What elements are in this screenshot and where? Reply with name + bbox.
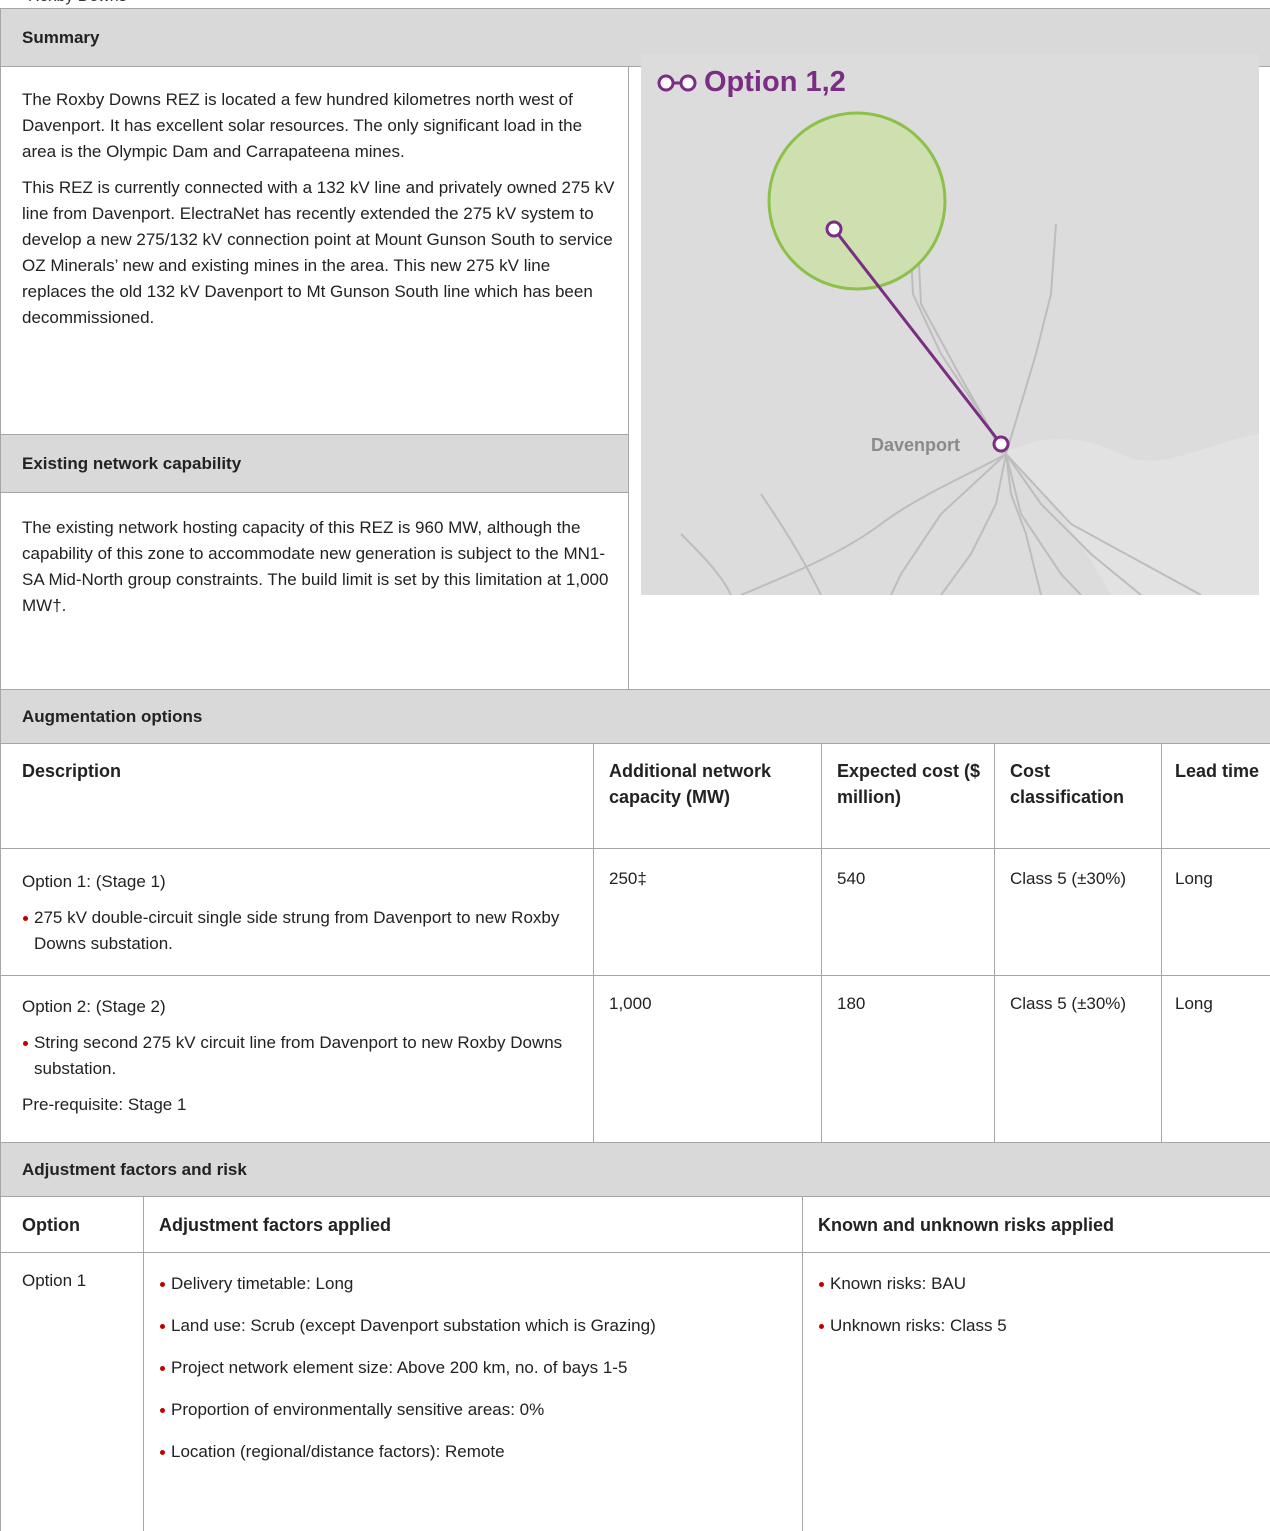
rez-document: Summary The Roxby Downs REZ is located a… [0, 8, 1270, 1531]
capability-heading: Existing network capability [1, 435, 629, 493]
table-row: Option 1 Delivery timetable: Long Land u… [1, 1253, 1270, 1531]
option-1-capacity: 250‡ [594, 849, 822, 976]
option-2-classification: Class 5 (±30%) [995, 976, 1162, 1143]
adjustment-factors: Delivery timetable: Long Land use: Scrub… [144, 1253, 803, 1531]
option-1-classification: Class 5 (±30%) [995, 849, 1162, 976]
rez-node-marker [827, 222, 841, 236]
risk-list: Known risks: BAU Unknown risks: Class 5 [818, 1271, 1262, 1339]
list-item: Land use: Scrub (except Davenport substa… [159, 1313, 794, 1339]
option-bullets: String second 275 kV circuit line from D… [22, 1030, 581, 1082]
adjustment-heading: Adjustment factors and risk [1, 1143, 1270, 1197]
capability-body: The existing network hosting capacity of… [1, 493, 629, 690]
option-title: Option 1: (Stage 1) [22, 869, 581, 895]
option-2-cost: 180 [822, 976, 995, 1143]
col-risks: Known and unknown risks applied [803, 1197, 1270, 1253]
table-row: Option 2: (Stage 2) String second 275 kV… [1, 976, 1270, 1143]
col-description: Description [1, 744, 594, 849]
table-row: Option 1: (Stage 1) 275 kV double-circui… [1, 849, 1270, 976]
map-title-text: Option 1,2 [704, 66, 846, 99]
summary-paragraph-2: This REZ is currently connected with a 1… [22, 175, 616, 331]
map-panel: Option 1,2 Davenport [641, 54, 1259, 595]
augmentation-heading: Augmentation options [1, 690, 1270, 744]
col-option: Option [1, 1197, 144, 1253]
col-classification: Cost classification [995, 744, 1162, 849]
clipped-heading: Roxby Downs [0, 0, 1270, 8]
option-2-description: Option 2: (Stage 2) String second 275 kV… [1, 976, 594, 1143]
map-title: Option 1,2 [656, 66, 846, 99]
adjustment-option: Option 1 [1, 1253, 144, 1531]
col-capacity: Additional network capacity (MW) [594, 744, 822, 849]
factor-list: Delivery timetable: Long Land use: Scrub… [159, 1271, 794, 1465]
route-legend-icon [656, 73, 700, 93]
davenport-node-marker [994, 437, 1008, 451]
davenport-label: Davenport [871, 435, 960, 456]
option-2-lead-time: Long [1162, 976, 1270, 1143]
list-item: Unknown risks: Class 5 [818, 1313, 1262, 1339]
col-factors: Adjustment factors applied [144, 1197, 803, 1253]
summary-body: The Roxby Downs REZ is located a few hun… [1, 67, 629, 435]
col-cost: Expected cost ($ million) [822, 744, 995, 849]
col-lead-time: Lead time [1162, 744, 1270, 849]
adjustment-table: Adjustment factors and risk Option Adjus… [0, 1142, 1270, 1531]
option-bullets: 275 kV double-circuit single side strung… [22, 905, 581, 957]
list-item: Delivery timetable: Long [159, 1271, 794, 1297]
option-prerequisite: Pre-requisite: Stage 1 [22, 1092, 581, 1118]
option-1-cost: 540 [822, 849, 995, 976]
rez-zone-circle [769, 113, 945, 289]
list-item: String second 275 kV circuit line from D… [22, 1030, 581, 1082]
list-item: Location (regional/distance factors): Re… [159, 1439, 794, 1465]
adjustment-risks: Known risks: BAU Unknown risks: Class 5 [803, 1253, 1270, 1531]
augmentation-table: Augmentation options Description Additio… [0, 689, 1270, 1143]
map-graphic [641, 54, 1259, 595]
list-item: Known risks: BAU [818, 1271, 1262, 1297]
summary-paragraph-1: The Roxby Downs REZ is located a few hun… [22, 87, 616, 165]
option-1-description: Option 1: (Stage 1) 275 kV double-circui… [1, 849, 594, 976]
option-title: Option 2: (Stage 2) [22, 994, 581, 1020]
list-item: Project network element size: Above 200 … [159, 1355, 794, 1381]
capability-text: The existing network hosting capacity of… [22, 515, 616, 619]
list-item: 275 kV double-circuit single side strung… [22, 905, 581, 957]
option-1-lead-time: Long [1162, 849, 1270, 976]
option-2-capacity: 1,000 [594, 976, 822, 1143]
